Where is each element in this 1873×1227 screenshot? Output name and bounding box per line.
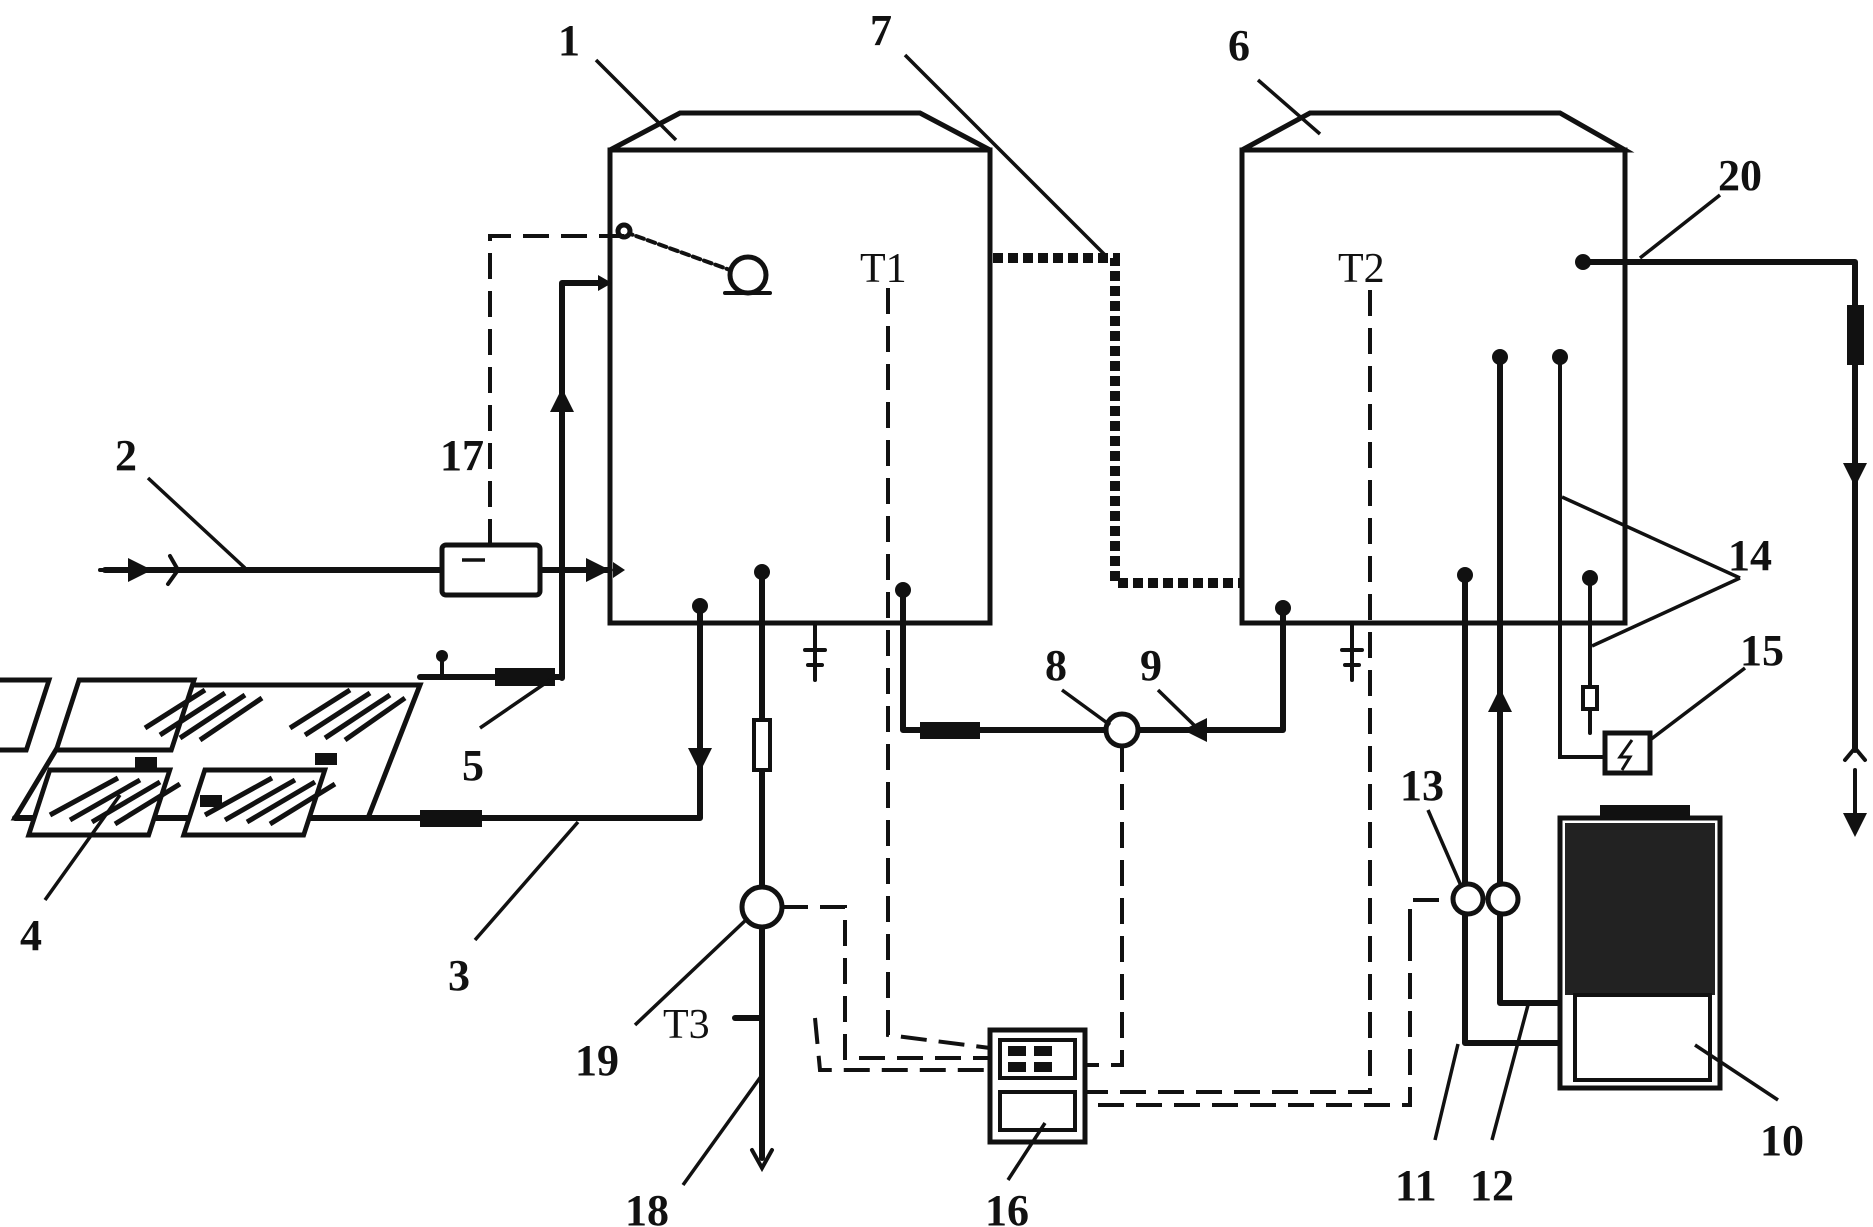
sensor-t1: T1: [860, 246, 907, 292]
tank-6-fittings: [1340, 621, 1364, 682]
callout-14: 14: [1728, 531, 1772, 580]
callout-19: 19: [575, 1036, 619, 1085]
callout-20: 20: [1718, 151, 1762, 200]
callout-2: 2: [115, 431, 137, 480]
tank-1-fittings: [803, 621, 827, 682]
cold-water-inlet-pipe: [98, 554, 625, 586]
callout-12: 12: [1470, 1161, 1514, 1210]
callout-3: 3: [448, 951, 470, 1000]
callout-13: 13: [1400, 761, 1444, 810]
callout-18: 18: [625, 1186, 669, 1227]
callout-10: 10: [1760, 1116, 1804, 1165]
callout-16: 16: [985, 1186, 1029, 1227]
tank-6: [1239, 110, 1635, 626]
valve-19: [739, 884, 785, 930]
control-wiring: [782, 288, 1452, 1107]
electric-heater-15: [1602, 730, 1653, 776]
solar-collector-array: [0, 677, 424, 838]
electric-heater-lines-14: [1552, 349, 1607, 759]
callout-4: 4: [20, 911, 42, 960]
heat-pump-10: [1557, 805, 1723, 1091]
circulation-pipe-9: [895, 582, 1291, 742]
heat-pump-pipes: [1457, 349, 1563, 1046]
float-valve: [615, 222, 772, 296]
control-line-17: [488, 234, 624, 545]
drain-line-18: [750, 564, 774, 1173]
valve-8: [1103, 711, 1141, 749]
callout-7: 7: [870, 6, 892, 55]
callout-9: 9: [1140, 641, 1162, 690]
callout-5: 5: [462, 741, 484, 790]
hot-water-outlet-20: [1575, 254, 1867, 837]
controller-16: [987, 1027, 1088, 1145]
callout-17: 17: [440, 431, 484, 480]
collector-supply-pipe-5: [417, 275, 612, 686]
sensor-labels: T1 T2 T3: [663, 246, 1385, 1048]
callout-1: 1: [558, 16, 580, 65]
sensor-t2: T2: [1338, 246, 1385, 292]
callout-11: 11: [1395, 1161, 1437, 1210]
connecting-pipe-7: [993, 253, 1240, 588]
callout-8: 8: [1045, 641, 1067, 690]
tank-1: [607, 110, 993, 626]
leader-lines: [43, 53, 1779, 1187]
callout-labels: 1 2 3 4 5 6 7 8 9 10 11 12 13 14 15 16 1…: [20, 6, 1804, 1227]
sensor-t3: T3: [663, 1002, 710, 1048]
valve-13-b: [1485, 881, 1521, 917]
callout-15: 15: [1740, 626, 1784, 675]
callout-6: 6: [1228, 21, 1250, 70]
valve-13-a: [1450, 881, 1486, 917]
water-meter-17: [439, 542, 543, 598]
